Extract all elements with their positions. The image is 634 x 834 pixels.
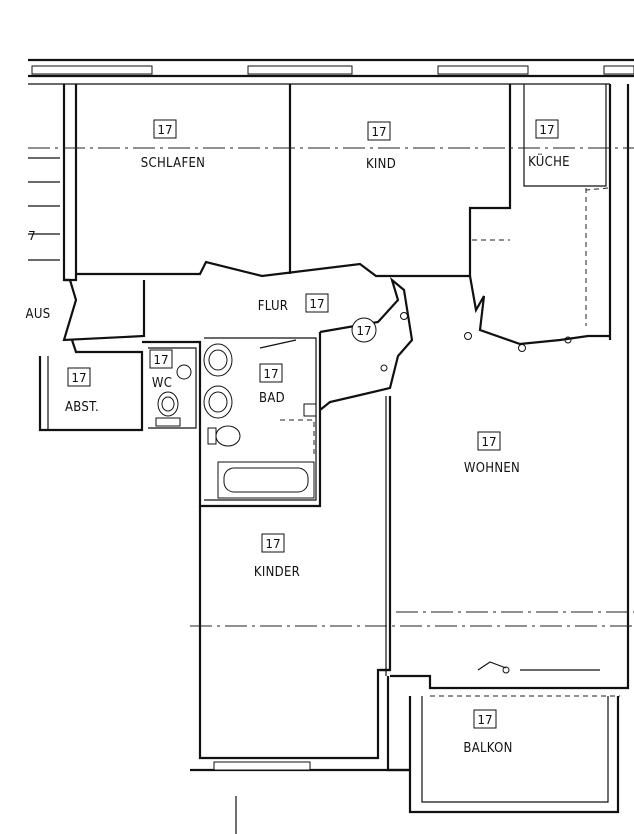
- svg-text:17: 17: [309, 297, 324, 311]
- room-flur: FLUR 17: [258, 293, 329, 314]
- svg-text:17: 17: [157, 123, 172, 137]
- room-kinder: 17 KINDER: [254, 533, 300, 580]
- axis-lines: [28, 147, 634, 627]
- svg-text:17: 17: [71, 371, 86, 385]
- room-balkon: 17 BALKON: [463, 709, 512, 756]
- room-wohnen: 17 WOHNEN: [464, 431, 520, 476]
- svg-text:SCHLAFEN: SCHLAFEN: [141, 156, 205, 171]
- room-wc: 17 WC: [149, 349, 173, 391]
- svg-text:17: 17: [539, 123, 554, 137]
- stair-number: 7: [28, 229, 36, 243]
- svg-text:17: 17: [371, 125, 386, 139]
- svg-text:WC: WC: [152, 376, 172, 391]
- door-symbols: [380, 312, 572, 674]
- wc-toilet: [155, 364, 192, 427]
- svg-text:KINDER: KINDER: [254, 565, 300, 580]
- bathtub: [217, 461, 315, 499]
- svg-text:17: 17: [153, 353, 168, 367]
- balcony: [235, 676, 620, 834]
- svg-text:WOHNEN: WOHNEN: [464, 461, 520, 476]
- aus-label: AUS: [26, 307, 51, 322]
- svg-text:17: 17: [265, 537, 280, 551]
- room-abst: 17 ABST.: [65, 367, 99, 415]
- room-kueche: 17 KÜCHE: [528, 119, 570, 170]
- svg-text:ABST.: ABST.: [65, 400, 99, 415]
- svg-text:FLUR: FLUR: [258, 299, 288, 314]
- svg-text:BALKON: BALKON: [463, 741, 512, 756]
- svg-text:BAD: BAD: [259, 391, 285, 406]
- stair-lines: [28, 157, 60, 261]
- svg-text:KIND: KIND: [366, 157, 396, 172]
- flur-circle-tag: 17: [351, 317, 377, 343]
- walls: [38, 84, 630, 772]
- svg-text:KÜCHE: KÜCHE: [528, 153, 570, 170]
- svg-text:17: 17: [481, 435, 496, 449]
- shaft: [303, 403, 317, 417]
- room-schlafen: 17 SCHLAFEN: [141, 119, 205, 171]
- room-bad: 17 BAD: [259, 363, 285, 406]
- svg-text:17: 17: [356, 324, 371, 338]
- bad-sinks: [203, 343, 241, 447]
- svg-text:17: 17: [263, 367, 278, 381]
- room-kind: 17 KIND: [366, 121, 396, 172]
- svg-text:17: 17: [477, 713, 492, 727]
- exterior-top-wall: [28, 58, 634, 85]
